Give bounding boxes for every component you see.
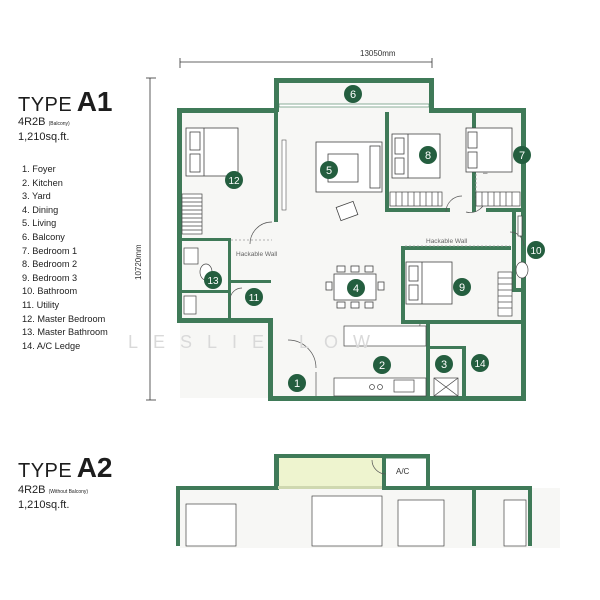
tv-console [281,139,287,211]
legend-item: 14. A/C Ledge [22,340,81,351]
room-marker-8: 8 [419,146,437,164]
room-marker-label: 2 [379,360,385,372]
room-marker-label: 11 [249,293,260,304]
legend-item: 2. Kitchen [22,177,63,188]
legend-item: 10. Bathroom [22,286,78,297]
room-marker-5: 5 [320,161,338,179]
layout-text: 4R2B [18,116,46,128]
balcony-glazing [278,103,430,108]
hackable-wall-label: Hackable Wall [236,251,278,258]
yard-fixture [433,377,459,397]
room-marker-label: 8 [425,150,431,162]
living-sofa [315,141,383,222]
walls [177,78,526,401]
room-marker-label: 12 [228,176,240,187]
watermark: LESLIE LOW [128,332,386,352]
layout-note: (Balcony) [48,121,70,127]
width-dimension-label: 13050mm [360,49,396,58]
legend-item: 1. Foyer [22,164,56,174]
room-marker-label: 14 [474,359,486,370]
room-marker-label: 9 [459,282,465,294]
bedroom2-wardrobe [389,191,443,207]
room-marker-2: 2 [373,356,391,374]
hackable-wall-label: Hackable Wall [426,238,468,245]
type-a2-area: 1,210sq.ft. [18,499,70,511]
kitchen-counter [333,325,427,397]
door-swings [229,195,525,396]
type-a1-title: TYPE A1 [18,86,113,118]
layout-note: (Without Balcony) [48,489,89,495]
legend-item: 4. Dining [22,204,59,215]
legend-item: 6. Balcony [22,231,65,242]
room-marker-7: 7 [513,146,531,164]
height-dimension [146,77,156,401]
a2-highlight [278,458,382,488]
legend-item: 3. Yard [22,191,51,202]
floor-plan-a2 [176,454,560,548]
legend-item: 5. Living [22,218,57,229]
room-marker-label: 13 [207,276,219,287]
type-a2-layout: 4R2B (Without Balcony) [18,484,88,496]
room-marker-label: 6 [350,89,356,101]
room-marker-label: 1 [294,378,300,390]
bedroom3-bed [405,261,453,305]
room-marker-9: 9 [453,278,471,296]
height-dimension-label: 10720mm [134,244,143,280]
width-dimension [179,58,433,68]
room-marker-label: 5 [326,165,332,177]
legend-item: 7. Bedroom 1 [22,245,78,256]
room-marker-label: 4 [353,283,359,295]
bedroom3-wardrobe [497,271,513,317]
room-marker-label: 3 [441,359,447,371]
type-a2-title: TYPE A2 [18,452,113,484]
type-a1-area: 1,210sq.ft. [18,131,70,143]
master-bed [185,127,239,177]
room-legend: 1. Foyer 2. Kitchen 3. Yard 4. Dining 5.… [22,163,108,353]
legend-item: 12. Master Bedroom [22,313,106,324]
type-a1-layout: 4R2B (Balcony) [18,116,70,128]
layout-text: 4R2B [18,484,46,496]
room-marker-6: 6 [344,85,362,103]
legend-item: 9. Bedroom 3 [22,272,78,283]
bathroom-fixtures [515,215,529,279]
room-marker-label: 7 [519,150,525,162]
dining-table [325,265,385,309]
room-markers: 1 2 3 4 5 6 7 8 [204,85,545,392]
type-code: A1 [76,86,113,117]
type-word: TYPE [18,460,73,482]
room-marker-4: 4 [347,279,365,297]
legend-item: 8. Bedroom 2 [22,259,78,270]
legend-item: 11. Utility [22,299,60,310]
bedroom1-bed [465,127,513,173]
room-marker-label: 10 [530,246,542,257]
hackable-walls [231,130,510,247]
ac-label: A/C [396,467,410,476]
legend-item: 13. Master Bathroom [22,327,108,338]
room-marker-12: 12 [225,171,243,189]
bedroom1-wardrobe [475,191,521,207]
room-marker-3: 3 [435,355,453,373]
type-word: TYPE [18,94,73,116]
room-marker-1: 1 [288,374,306,392]
type-code: A2 [76,452,113,483]
room-marker-13: 13 [204,271,222,289]
room-marker-14: 14 [471,354,489,372]
room-marker-11: 11 [245,288,263,306]
master-wardrobe [181,193,203,235]
room-marker-10: 10 [527,241,545,259]
